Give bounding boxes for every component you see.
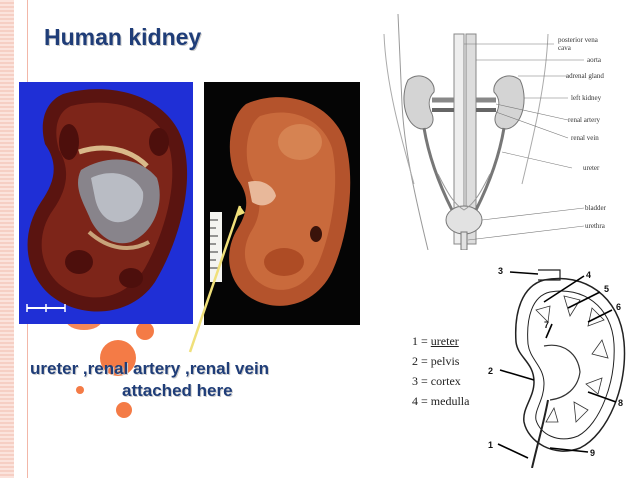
kidney-section-diagram: 3 4 5 6 7 2 8 1 9 xyxy=(488,266,626,468)
section-num-1: 1 xyxy=(488,440,493,450)
label-adrenal: adrenal gland xyxy=(566,72,604,80)
section-num-6: 6 xyxy=(616,302,621,312)
caption-line-1: ureter ,renal artery ,renal vein xyxy=(30,359,270,378)
slide-title: Human kidney xyxy=(44,24,202,50)
caption-line-2: attached here xyxy=(122,381,233,400)
label-urethra: urethra xyxy=(585,222,606,230)
kidney-section-photo xyxy=(19,82,193,324)
decorative-stripe xyxy=(0,0,14,478)
section-num-9: 9 xyxy=(590,448,595,458)
legend-item: 2 = pelvis xyxy=(412,354,460,368)
legend-item: 3 = cortex xyxy=(412,374,461,388)
label-renal-vein: renal vein xyxy=(571,134,599,142)
label-bladder: bladder xyxy=(585,204,607,212)
legend-item: 1 = ureter xyxy=(412,334,459,348)
decor-dot xyxy=(136,322,154,340)
section-num-4: 4 xyxy=(586,270,591,280)
section-num-3: 3 xyxy=(498,266,503,276)
section-num-7: 7 xyxy=(544,320,549,330)
label-left-kidney: left kidney xyxy=(571,94,602,102)
decor-dot xyxy=(116,402,132,418)
decor-dot xyxy=(100,340,136,376)
section-num-8: 8 xyxy=(618,398,623,408)
caption: ureter ,renal artery ,renal vein attache… xyxy=(30,358,360,402)
kidney-whole-photo xyxy=(204,82,360,325)
section-num-5: 5 xyxy=(604,284,609,294)
label-renal-artery: renal artery xyxy=(568,116,601,124)
label-aorta: aorta xyxy=(587,56,602,64)
section-legend: 1 = ureter 2 = pelvis 3 = cortex 4 = med… xyxy=(412,331,469,411)
section-num-2: 2 xyxy=(488,366,493,376)
legend-item: 4 = medulla xyxy=(412,394,470,408)
decor-dot xyxy=(76,386,84,394)
label-ureter: ureter xyxy=(583,164,600,172)
